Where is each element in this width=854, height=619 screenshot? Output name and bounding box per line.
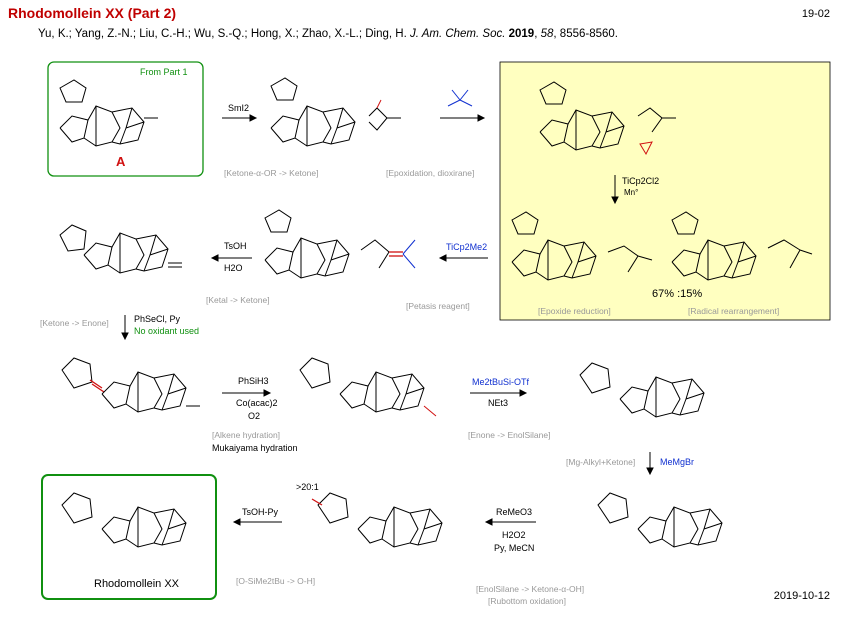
compound-4b <box>671 211 813 281</box>
step3-reagent2: Mn° <box>624 188 639 197</box>
step1-label: [Ketone-α-OR -> Ketone] <box>224 168 319 178</box>
compound-3 <box>539 81 676 156</box>
footer-date: 2019-10-12 <box>773 590 830 602</box>
step9-label: [Mg-Alkyl+Ketone] <box>566 457 636 467</box>
compound-6 <box>59 224 182 274</box>
step4-reagent: TiCp2Me2 <box>446 242 488 252</box>
step8-label: [Enone -> EnolSilane] <box>468 430 551 440</box>
final-product-box <box>41 474 217 600</box>
ref-pages: 8556-8560. <box>559 28 618 40</box>
step8-reagent2: NEt3 <box>488 398 509 408</box>
titanium-step-box <box>499 61 831 321</box>
step10-reagent2: H2O2 <box>502 530 526 540</box>
compound-4a <box>511 211 653 281</box>
step3-label-b: [Radical rearrangement] <box>688 306 780 316</box>
ref-volume: 58 <box>540 28 554 40</box>
step11-label: [O-SiMe2tBu -> O-H] <box>236 576 316 586</box>
compound-11 <box>311 492 443 548</box>
step3-reagent: TiCp2Cl2 <box>622 176 660 186</box>
compound-2 <box>270 77 401 147</box>
compound-A <box>59 79 158 147</box>
compound-10 <box>597 492 723 548</box>
step6-reagent: PhSeCl, Py <box>134 314 181 324</box>
compound-8 <box>299 357 437 417</box>
page-id: 19-02 <box>801 8 830 20</box>
step3-label-a: [Epoxide reduction] <box>538 306 611 316</box>
step10-reagent3: Py, MeCN <box>494 543 535 553</box>
compound-A-label: A <box>116 154 126 169</box>
page-title: Rhodomollein XX (Part 2) <box>8 5 177 21</box>
ref-year: 2019 <box>508 28 535 40</box>
step7-label: [Alkene hydration] <box>212 430 281 440</box>
step10-dr: >20:1 <box>296 482 319 492</box>
ref-journal: J. Am. Chem. Soc. <box>409 28 506 40</box>
step3-ratio: 67% :15% <box>652 288 703 300</box>
step6-label: [Ketone -> Enone] <box>40 318 109 328</box>
step2-label: [Epoxidation, dioxirane] <box>386 168 475 178</box>
step8-reagent: Me2tBuSi-OTf <box>472 377 530 387</box>
step9-reagent: MeMgBr <box>660 457 695 467</box>
step10-reagent: ReMeO3 <box>496 507 533 517</box>
step7-reagent3: O2 <box>248 411 261 421</box>
step5-reagent: TsOH <box>224 241 247 251</box>
ref-authors: Yu, K.; Yang, Z.-N.; Liu, C.-H.; Wu, S.-… <box>38 28 407 40</box>
compound-9 <box>579 362 705 418</box>
step10-label: [EnolSilane -> Ketone-α-OH] <box>476 584 585 594</box>
step7-name: Mukaiyama hydration <box>212 443 298 453</box>
dioxirane-icon <box>447 89 473 107</box>
step11-reagent: TsOH-Py <box>242 507 278 517</box>
compound-5 <box>264 209 416 279</box>
step4-label: [Petasis reagent] <box>406 301 470 311</box>
start-compound-box <box>47 61 204 177</box>
start-tag: From Part 1 <box>140 67 188 77</box>
step5-reagent2: H2O <box>224 263 243 273</box>
reference: Yu, K.; Yang, Z.-N.; Liu, C.-H.; Wu, S.-… <box>38 28 618 40</box>
final-product-name: Rhodomollein XX <box>94 578 179 590</box>
step7-reagent2: Co(acac)2 <box>236 398 278 408</box>
step1-reagent: SmI2 <box>228 103 250 113</box>
compound-7 <box>61 357 200 413</box>
step10-label2: [Rubottom oxidation] <box>488 596 566 606</box>
rhodomollein-xx-structure <box>61 492 187 548</box>
step7-reagent: PhSiH3 <box>238 376 269 386</box>
step5-label: [Ketal -> Ketone] <box>206 295 270 305</box>
step6-note: No oxidant used <box>134 326 200 336</box>
